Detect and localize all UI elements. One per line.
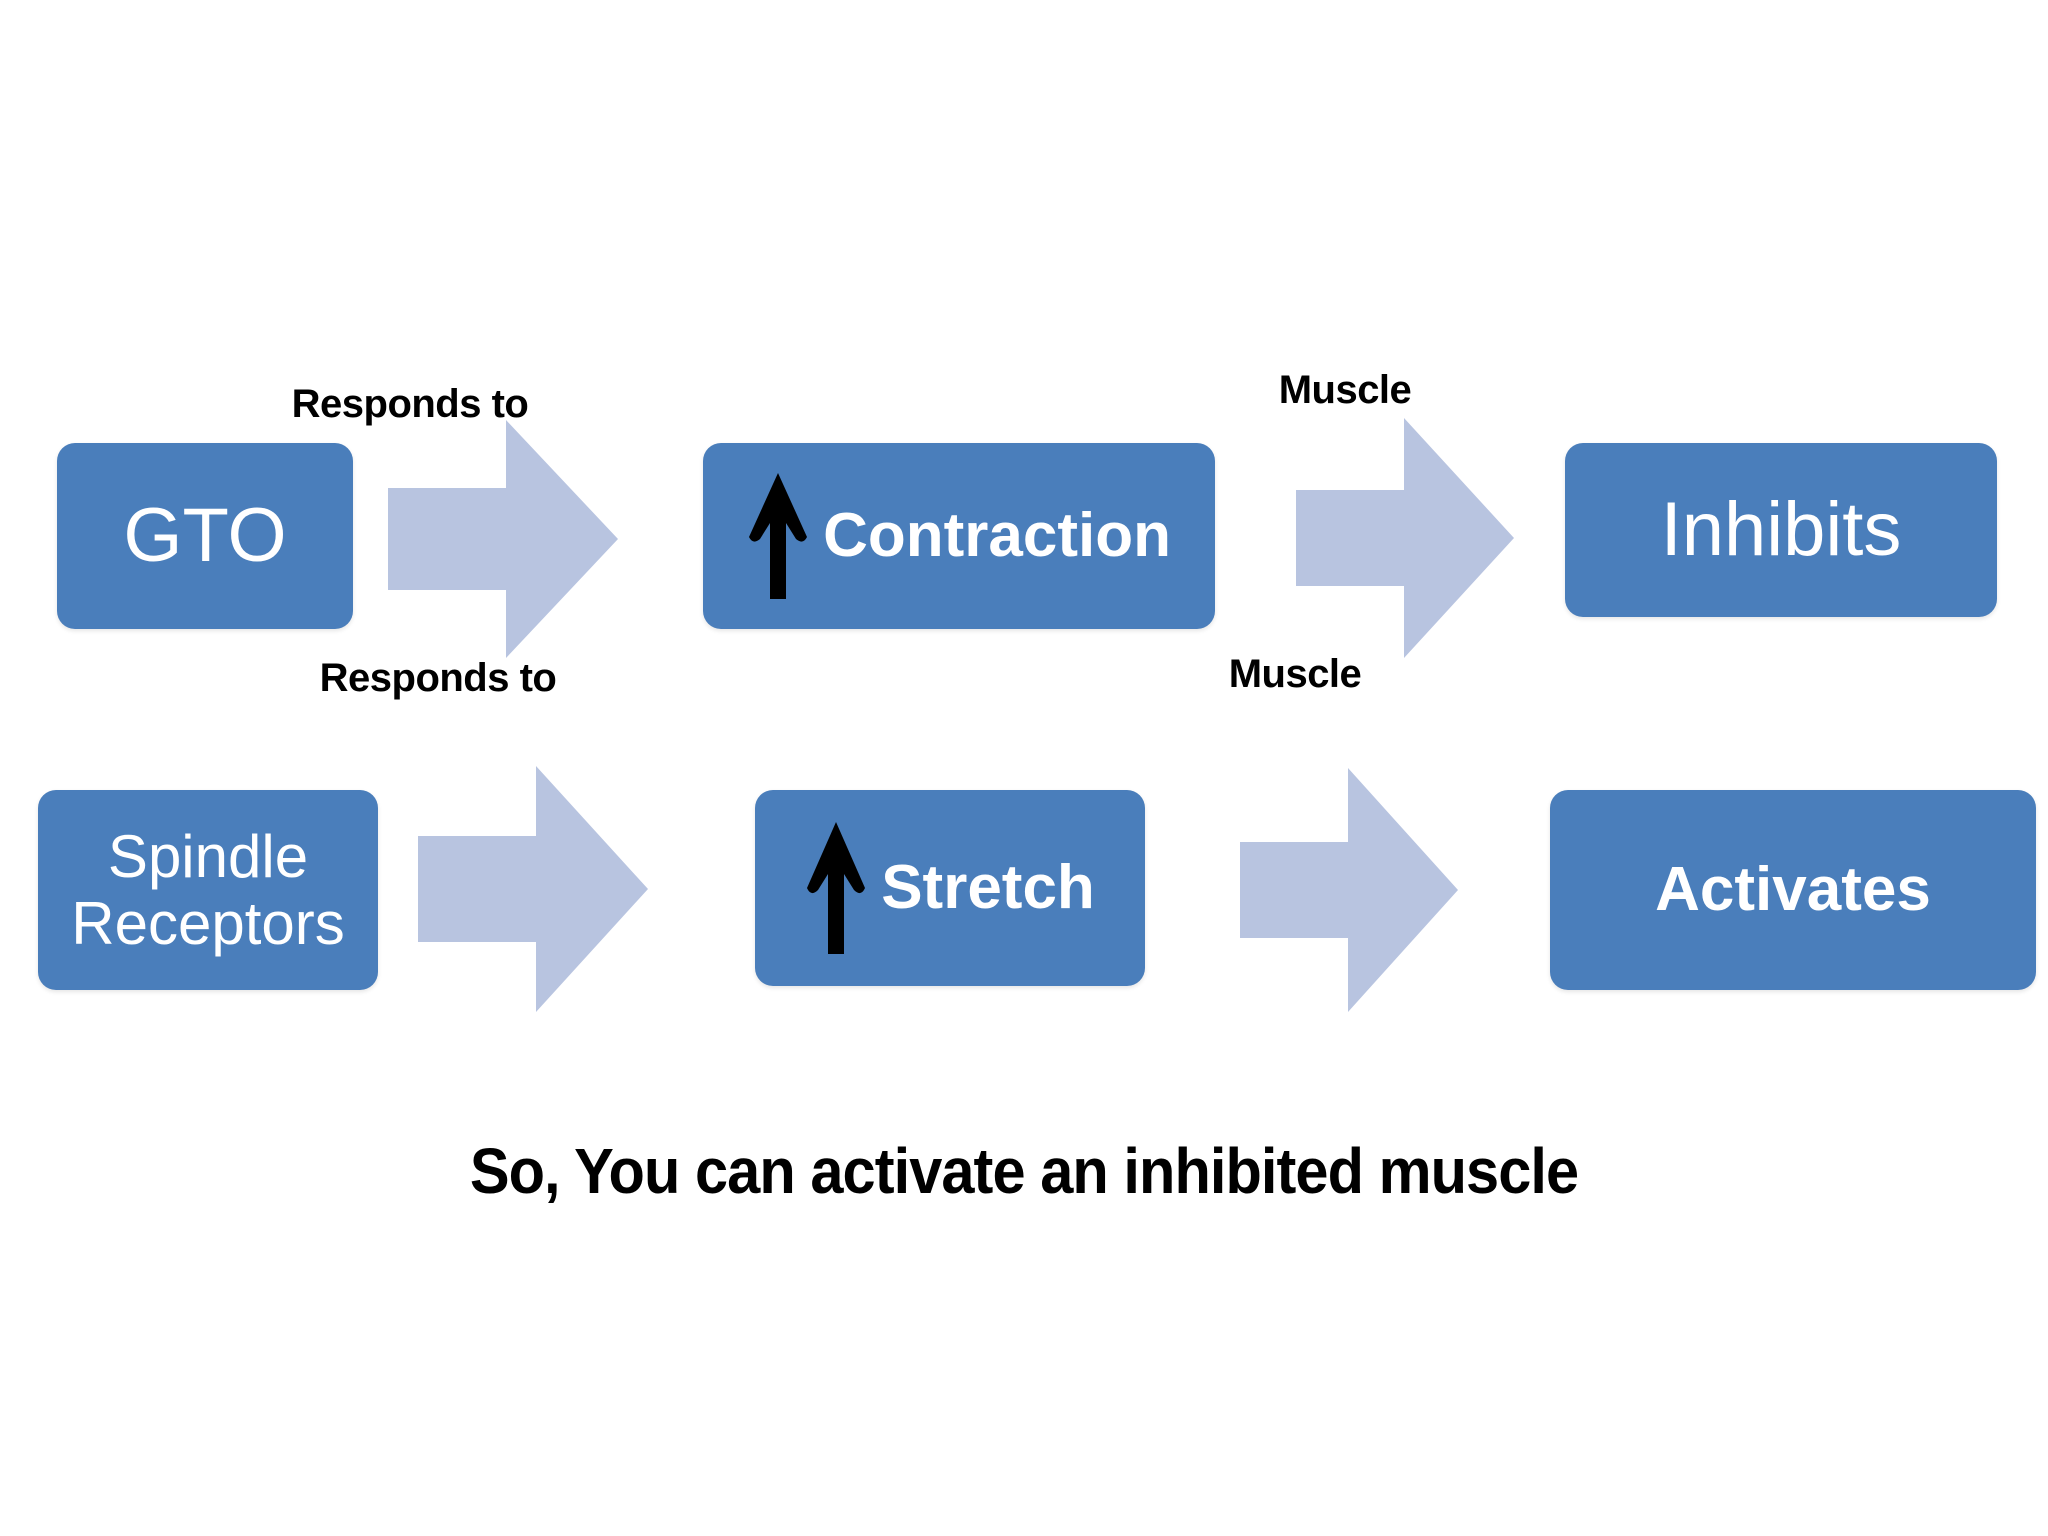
node-activates-inner: Activates	[1655, 855, 1931, 924]
connector-contraction-muscle-label: Muscle	[1278, 368, 1412, 412]
node-stretch[interactable]: Stretch	[755, 790, 1145, 986]
connector-spindle-responds-to-label: Responds to	[319, 656, 557, 700]
node-inhibits-inner: Inhibits	[1661, 487, 1902, 572]
node-activates-label: Activates	[1655, 855, 1931, 925]
node-inhibits-label: Inhibits	[1660, 487, 1902, 573]
connector-stretch-muscle	[1240, 768, 1458, 1012]
node-contraction-label: Contraction	[823, 501, 1171, 571]
connector-contraction-muscle	[1296, 418, 1514, 658]
summary-caption: So, You can activate an inhibited muscle	[469, 1135, 1579, 1207]
connector-gto-responds-to	[388, 420, 618, 658]
block-arrow-right-icon	[418, 766, 648, 1012]
node-stretch-label: Stretch	[881, 853, 1095, 923]
connector-stretch-muscle-label: Muscle	[1228, 652, 1362, 696]
node-gto[interactable]: GTO	[57, 443, 353, 629]
node-stretch-inner: Stretch	[805, 820, 1095, 956]
node-contraction-inner: Contraction	[747, 471, 1171, 601]
connector-spindle-responds-to	[418, 766, 648, 1012]
connector-gto-responds-to-label: Responds to	[291, 382, 529, 426]
node-spindle-receptors-inner: Spindle Receptors	[71, 823, 344, 957]
node-gto-label: GTO	[123, 493, 287, 579]
node-spindle-receptors-label: Spindle Receptors	[71, 822, 345, 957]
node-gto-inner: GTO	[123, 493, 286, 578]
node-activates[interactable]: Activates	[1550, 790, 2036, 990]
block-arrow-right-icon	[388, 420, 618, 658]
up-arrow-icon	[807, 822, 866, 954]
node-spindle-receptors[interactable]: Spindle Receptors	[38, 790, 378, 990]
node-inhibits[interactable]: Inhibits	[1565, 443, 1997, 617]
node-contraction[interactable]: Contraction	[703, 443, 1215, 629]
block-arrow-right-icon	[1296, 418, 1514, 658]
up-arrow-icon	[749, 473, 808, 599]
block-arrow-right-icon	[1240, 768, 1458, 1012]
